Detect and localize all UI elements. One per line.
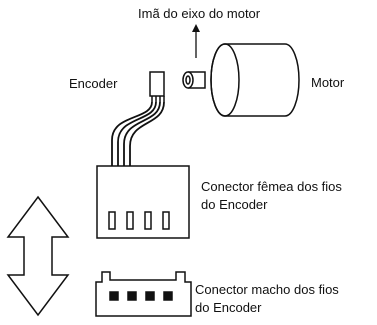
motor-shaft bbox=[182, 71, 206, 89]
male-connector bbox=[95, 271, 192, 317]
encoder-label: Encoder bbox=[69, 76, 118, 91]
connect-double-arrow bbox=[6, 195, 70, 317]
female-connector bbox=[96, 165, 190, 239]
male-connector-label-line1: Conector macho dos fios bbox=[195, 282, 339, 297]
magnet-arrow bbox=[192, 24, 200, 58]
magnet-label: Imã do eixo do motor bbox=[138, 6, 261, 21]
male-connector-label-line2: do Encoder bbox=[195, 300, 262, 315]
encoder-wires bbox=[111, 101, 165, 166]
female-connector-label-line2: do Encoder bbox=[201, 197, 268, 212]
encoder-sensor bbox=[149, 71, 165, 102]
motor bbox=[210, 43, 300, 117]
female-connector-label-line1: Conector fêmea dos fios bbox=[201, 179, 342, 194]
motor-label: Motor bbox=[311, 75, 345, 90]
